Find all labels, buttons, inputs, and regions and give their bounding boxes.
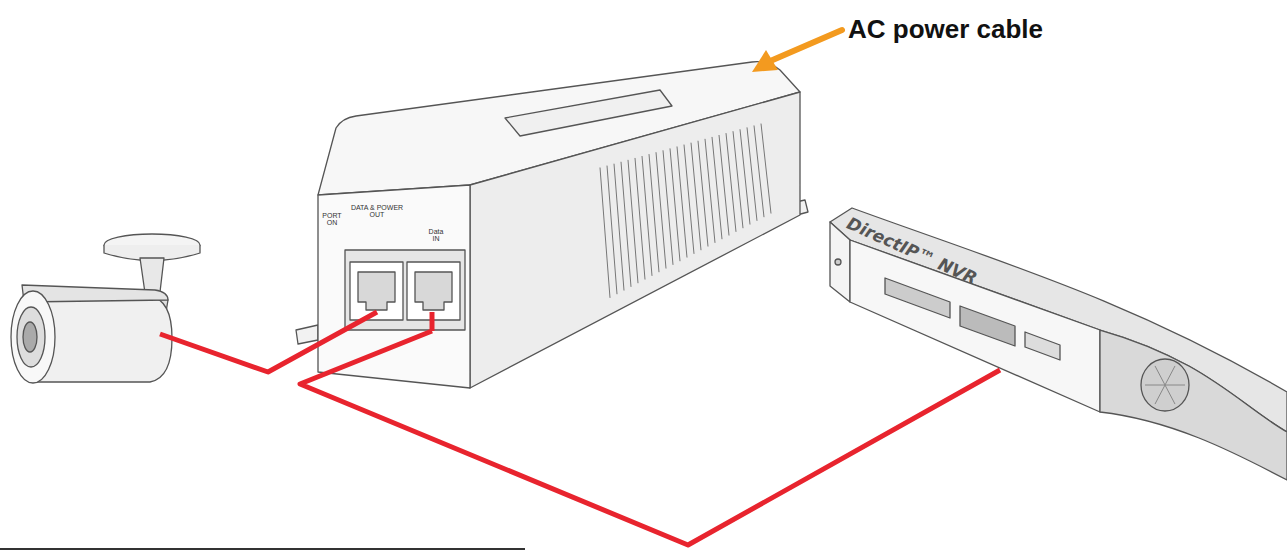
fan-blade (1155, 366, 1165, 385)
vent-slot (761, 124, 771, 214)
ac-arrow (752, 30, 842, 72)
cable-stub (430, 312, 435, 331)
port-label: PORT ON (319, 212, 345, 227)
camera-cable (160, 312, 377, 372)
poe-injector (296, 62, 808, 388)
fan-blade (1165, 366, 1175, 385)
callout-label: AC power cable (848, 14, 1043, 45)
port-label: Data IN (425, 228, 447, 243)
network-cable (300, 331, 1000, 545)
nvr-box: DirectIP™ NVR (830, 205, 1100, 370)
port-label: DATA & POWER OUT (348, 204, 406, 219)
nvr-recorder (830, 208, 1287, 480)
fan-blade (1165, 385, 1185, 386)
fan-blade (1165, 385, 1175, 404)
poe-injector-face: PORT ONDATA & POWER OUT Data IN (318, 192, 470, 331)
fan-blade (1145, 385, 1165, 386)
device-brand: DirectIP™ NVR (844, 213, 980, 288)
fan-blade (1155, 385, 1165, 404)
ip-camera (11, 234, 200, 383)
rule-line (0, 548, 525, 550)
